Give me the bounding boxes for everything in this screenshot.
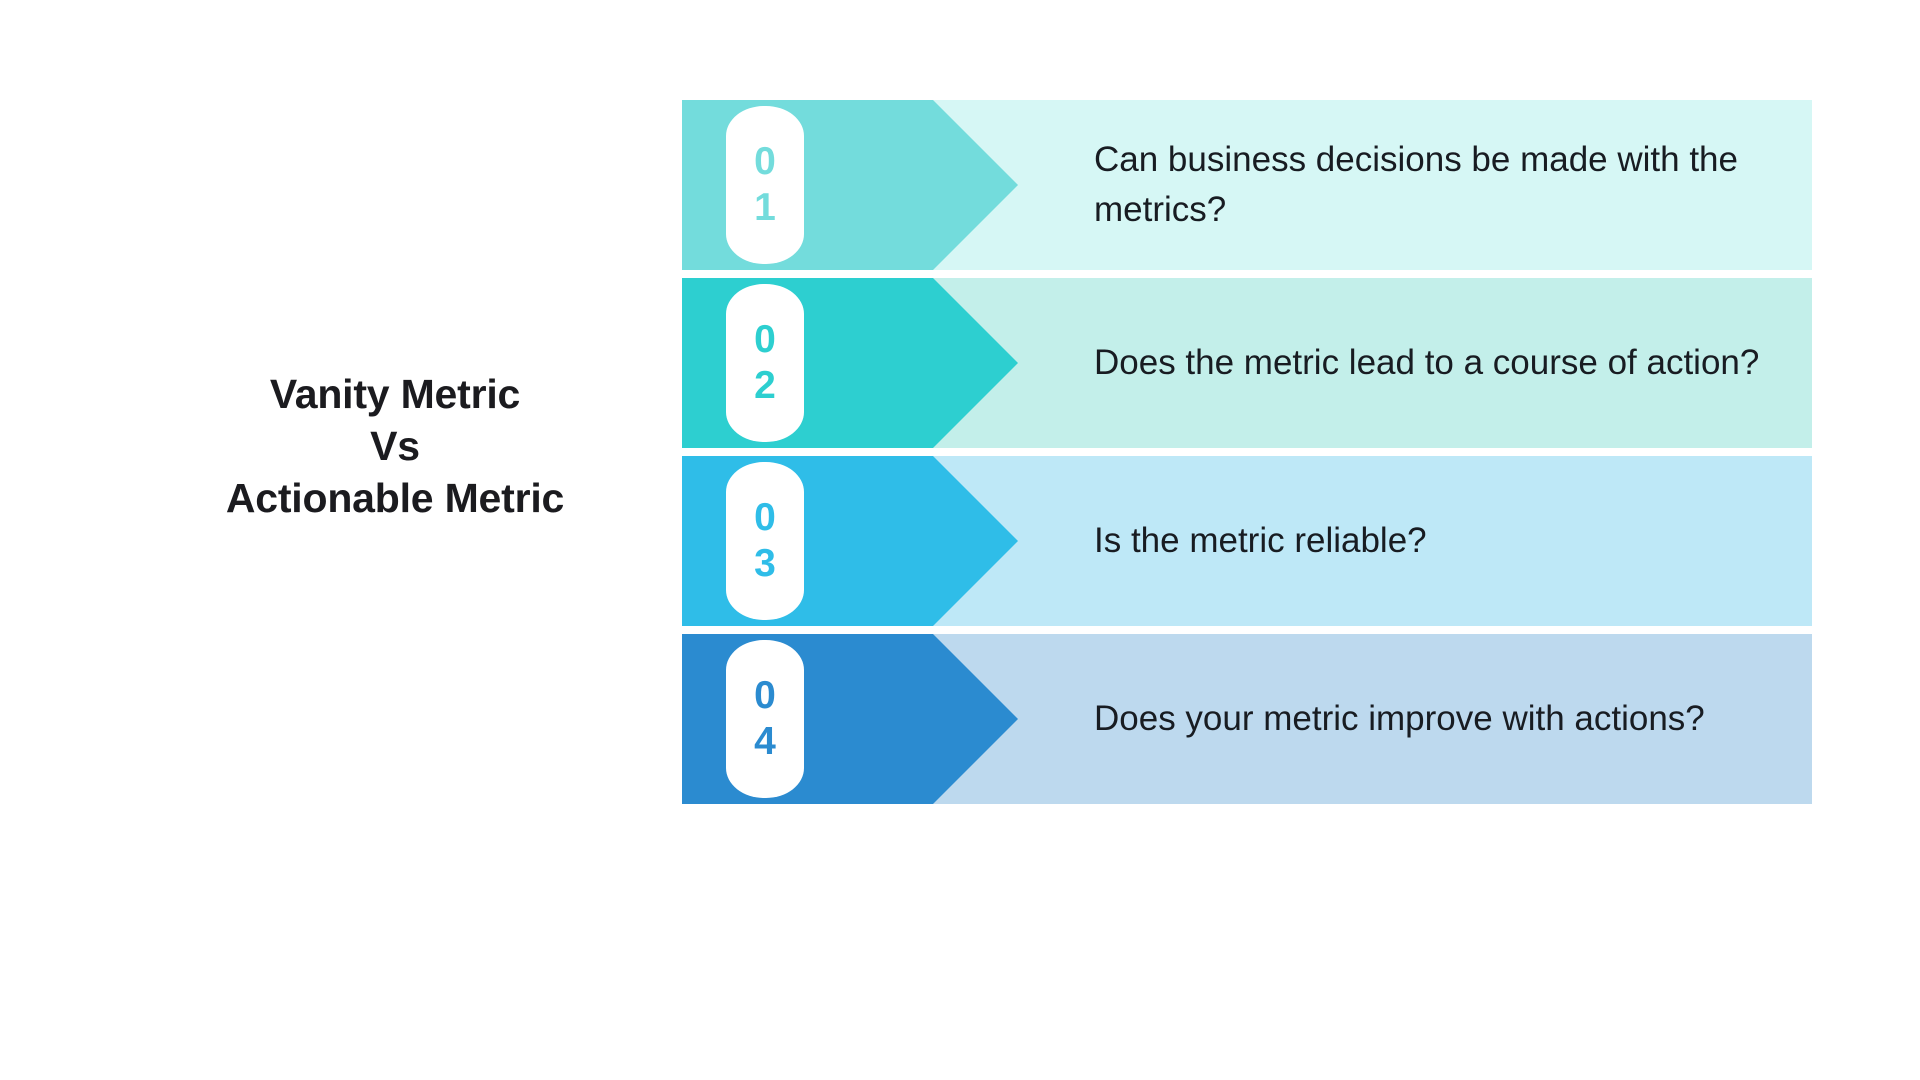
page-title-line-3: Actionable Metric xyxy=(225,475,565,522)
row-number-digit-bottom: 2 xyxy=(754,364,776,407)
row-number-digit-top: 0 xyxy=(754,317,776,361)
row-question-text: Does your metric improve with actions? xyxy=(1094,634,1786,804)
list-item[interactable]: 0 2 Does the metric lead to a course of … xyxy=(682,278,1812,448)
row-number-digit-top: 0 xyxy=(754,495,776,539)
row-question-text: Does the metric lead to a course of acti… xyxy=(1094,278,1786,448)
row-number-digit-bottom: 4 xyxy=(754,720,776,763)
row-number-badge: 0 2 xyxy=(726,284,804,442)
row-number-badge: 0 3 xyxy=(726,462,804,620)
row-question-label: Is the metric reliable? xyxy=(1094,520,1427,560)
checklist-rows: 0 1 Can business decisions be made with … xyxy=(682,100,1812,804)
list-item[interactable]: 0 4 Does your metric improve with action… xyxy=(682,634,1812,804)
row-number-digit-bottom: 3 xyxy=(754,542,776,585)
row-number-badge: 0 1 xyxy=(726,106,804,264)
page-title-line-1: Vanity Metric xyxy=(269,371,521,417)
row-question-label: Does your metric improve with actions? xyxy=(1094,698,1705,738)
page-title-line-2: Vs xyxy=(370,423,420,470)
row-number-badge: 0 4 xyxy=(726,640,804,798)
row-number-digit-top: 0 xyxy=(754,673,776,717)
row-question-label: Does the metric lead to a course of acti… xyxy=(1094,342,1760,382)
row-question-label: Can business decisions be made with the … xyxy=(1094,139,1738,229)
row-number-digit-top: 0 xyxy=(754,139,776,183)
row-number-digit-bottom: 1 xyxy=(754,186,776,229)
list-item[interactable]: 0 1 Can business decisions be made with … xyxy=(682,100,1812,270)
page-title: Vanity Metric Vs Actionable Metric xyxy=(160,368,630,524)
list-item[interactable]: 0 3 Is the metric reliable? xyxy=(682,456,1812,626)
row-question-text: Is the metric reliable? xyxy=(1094,456,1786,626)
row-question-text: Can business decisions be made with the … xyxy=(1094,100,1786,270)
